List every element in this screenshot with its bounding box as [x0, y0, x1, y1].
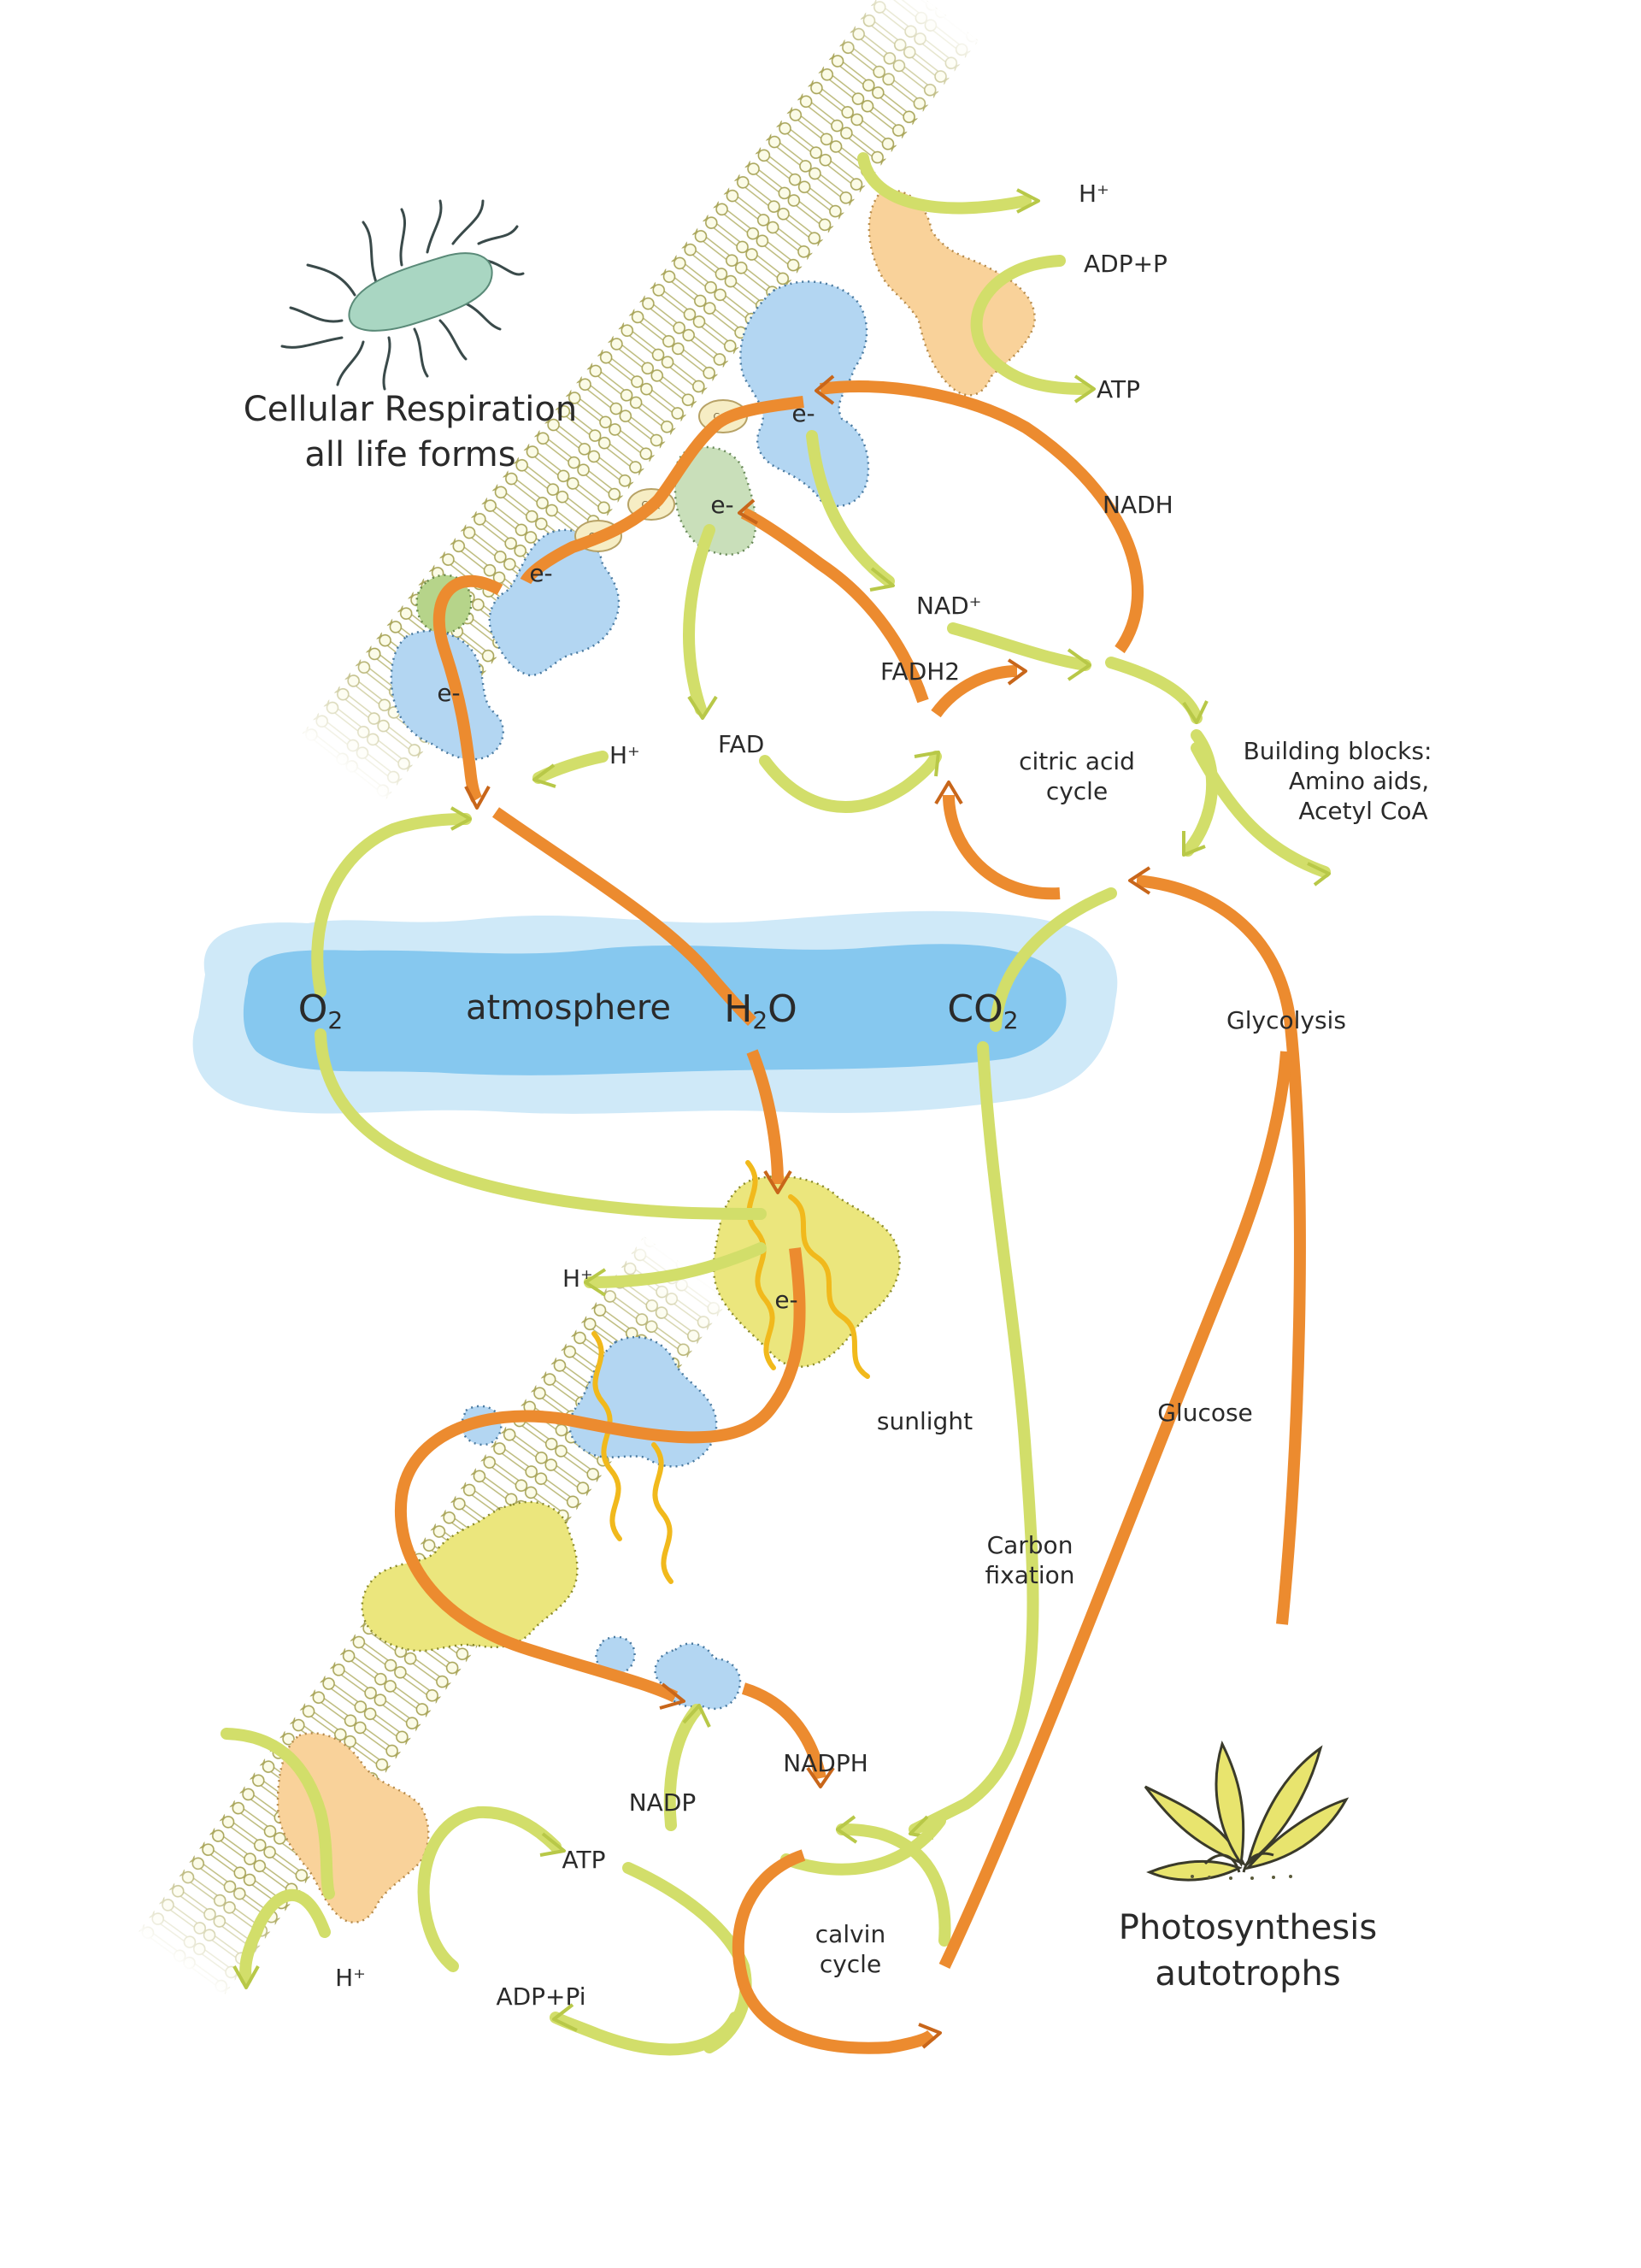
electron-label-complex-i: e- — [529, 559, 552, 587]
carbon-fixation-label-1: Carbon — [987, 1531, 1073, 1559]
citric-cycle-label-1: citric acid — [1019, 747, 1135, 775]
nadh-label: NADH — [1103, 491, 1173, 519]
co2-label: CO2 — [947, 987, 1018, 1034]
citric-cycle-label-2: cycle — [1046, 777, 1108, 805]
h-plus-mid-label: H⁺ — [609, 741, 640, 769]
h-plus-top-label: H⁺ — [1079, 180, 1109, 208]
respiration-labels: H⁺ ADP+P ATP NADH NAD⁺ FADH2 FAD H⁺ citr… — [437, 180, 1432, 1034]
nadph-label: NADPH — [783, 1749, 868, 1777]
adp-p-label: ADP+P — [1084, 250, 1168, 278]
glycolysis-label: Glycolysis — [1226, 1006, 1346, 1034]
complex-iii-protein — [673, 445, 757, 556]
orange-flows — [394, 374, 1306, 2054]
h-plus-bottom-label: H⁺ — [335, 1964, 366, 1992]
photosystem-ii-protein — [712, 1175, 901, 1368]
photosynthesis-subtitle: autotrophs — [1155, 1954, 1340, 1994]
fad-label: FAD — [718, 730, 764, 758]
h2o-label: H2O — [724, 987, 797, 1034]
carbon-fixation-label-2: fixation — [985, 1561, 1075, 1589]
building-blocks-label-1: Building blocks: — [1244, 737, 1432, 765]
bacterium-icon — [280, 199, 525, 391]
photosynthesis-labels: H⁺ e- sunlight Carbon fixation Glucose N… — [335, 1264, 1253, 2011]
nadp-label: NADP — [629, 1788, 697, 1817]
complex-iv-protein — [739, 280, 870, 508]
electron-label-complex-iii: e- — [710, 491, 733, 519]
atmosphere-labels: atmosphere O2 H2O CO2 — [298, 987, 1019, 1034]
titles: Cellular Respiration all life forms Phot… — [244, 390, 1377, 1994]
complex-i-protein — [488, 528, 621, 677]
calvin-cycle-label-2: cycle — [820, 1950, 881, 1978]
h-plus-ps-label: H⁺ — [562, 1264, 593, 1293]
o2-label: O2 — [298, 987, 343, 1034]
calvin-cycle-label-1: calvin — [815, 1920, 885, 1948]
glucose-label: Glucose — [1157, 1399, 1253, 1427]
respiration-subtitle: all life forms — [304, 435, 515, 474]
respiration-title: Cellular Respiration — [244, 390, 577, 429]
atp-synthase-top — [868, 189, 1036, 397]
electron-label-complex-iv: e- — [791, 399, 815, 427]
sunlight-wave-icon — [591, 1160, 870, 1584]
adp-pi-label: ADP+Pi — [496, 1982, 585, 2011]
complex-ii-protein — [390, 629, 504, 761]
photosynthesis-title: Photosynthesis — [1119, 1908, 1377, 1947]
sunlight-label: sunlight — [877, 1407, 973, 1435]
plant-icon — [1144, 1740, 1350, 1882]
fadh2-label: FADH2 — [880, 657, 960, 686]
photosystem-i-protein — [361, 1500, 579, 1652]
atp-top-label: ATP — [1097, 375, 1140, 404]
building-blocks-label-2: Amino aids, — [1289, 767, 1429, 795]
atmosphere-label: atmosphere — [466, 988, 671, 1028]
atp-bottom-label: ATP — [562, 1846, 606, 1874]
atp-synthase-bottom — [276, 1732, 430, 1923]
building-blocks-label-3: Acetyl CoA — [1298, 797, 1427, 825]
electron-ps-label: e- — [774, 1286, 797, 1314]
nad-plus-label: NAD⁺ — [916, 592, 981, 620]
electron-label-complex-ii: e- — [437, 679, 460, 707]
atmosphere-cloud — [192, 910, 1118, 1114]
